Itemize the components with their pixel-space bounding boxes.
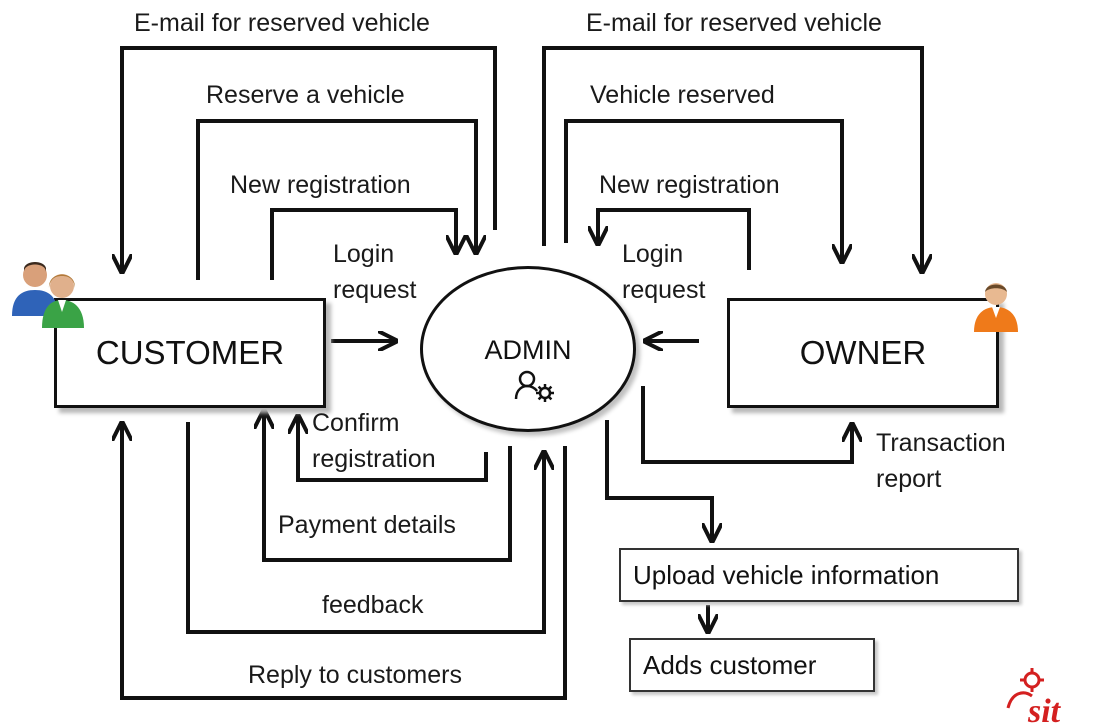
label-reply-customers: Reply to customers: [248, 661, 462, 689]
owner-label: OWNER: [799, 334, 927, 371]
flow-confirm-registration: [298, 416, 488, 482]
flow-vehicle-reserved: [564, 119, 842, 262]
admin-label: ADMIN: [484, 335, 572, 365]
flow-email-customer: [122, 46, 497, 272]
customer-users-icon: [12, 262, 84, 328]
label-email-customer: E-mail for reserved vehicle: [134, 9, 430, 37]
owner-person-icon: [974, 283, 1018, 332]
label-payment-details: Payment details: [278, 511, 456, 539]
label-vehicle-reserved: Vehicle reserved: [590, 81, 775, 109]
flow-reserve-vehicle: [196, 119, 476, 280]
flow-payment-details: [264, 411, 512, 562]
label-login-owner: Login request: [622, 240, 706, 304]
label-transaction-report: Transaction report: [876, 429, 1006, 493]
owner-entity: OWNER: [727, 298, 999, 408]
flow-new-registration-owner: [598, 208, 751, 270]
flow-transaction-report: [641, 386, 852, 464]
label-confirm-registration: Confirm registration: [312, 409, 436, 473]
flow-reply-customers: [122, 423, 567, 700]
upload-vehicle-box: Upload vehicle information: [619, 548, 1019, 602]
flow-feedback: [186, 422, 544, 634]
label-email-owner: E-mail for reserved vehicle: [586, 9, 882, 37]
admin-gear-user-icon: [514, 370, 554, 402]
label-new-registration-owner: New registration: [599, 171, 780, 199]
flow-email-owner: [542, 46, 922, 272]
adds-customer-box: Adds customer: [629, 638, 875, 692]
flow-new-registration-customer: [270, 208, 456, 280]
label-login-customer: Login request: [333, 240, 417, 304]
label-reserve-vehicle: Reserve a vehicle: [206, 81, 405, 109]
flow-upload-vehicle: [605, 420, 712, 541]
upload-vehicle-label: Upload vehicle information: [633, 559, 940, 590]
admin-process: ADMIN: [420, 266, 636, 432]
label-feedback: feedback: [322, 591, 424, 619]
label-new-registration-customer: New registration: [230, 171, 411, 199]
adds-customer-label: Adds customer: [643, 649, 817, 680]
customer-label: CUSTOMER: [95, 334, 285, 371]
sit-logo: sit: [1006, 668, 1062, 726]
logo-text: sit: [1027, 693, 1062, 726]
customer-entity: CUSTOMER: [54, 298, 326, 408]
